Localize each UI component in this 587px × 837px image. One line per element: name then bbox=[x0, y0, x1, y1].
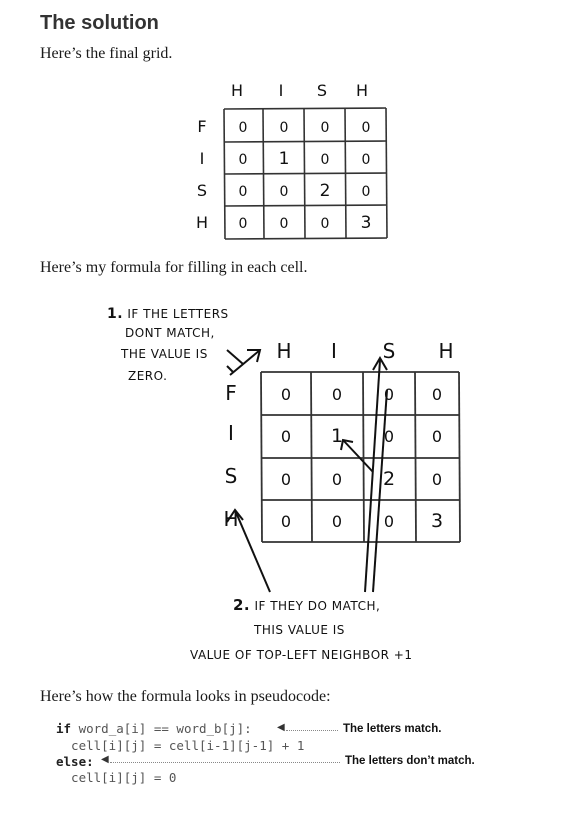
grid-cell-value: 0 bbox=[332, 470, 342, 489]
grid-cell-value: 0 bbox=[321, 152, 330, 168]
match-arrow-icon: ◀ bbox=[277, 722, 285, 733]
grid-cell-value: 0 bbox=[239, 216, 248, 232]
grid-cell-value: 3 bbox=[361, 213, 372, 233]
row-header: F bbox=[197, 117, 206, 136]
nomatch-arrow-icon: ◀ bbox=[101, 754, 109, 765]
grid-cell-value: 0 bbox=[280, 216, 289, 232]
column-header: I bbox=[279, 81, 284, 100]
note-1-line-3: THE VALUE IS bbox=[121, 347, 208, 361]
row-header: S bbox=[225, 464, 238, 488]
grid-cell-value: 0 bbox=[321, 120, 330, 136]
column-header: H bbox=[438, 339, 453, 363]
grid-cell-value: 0 bbox=[321, 216, 330, 232]
row-header: I bbox=[228, 421, 234, 445]
grid-cell-value: 3 bbox=[431, 510, 443, 532]
column-header: S bbox=[317, 81, 327, 100]
note-2-line-1: IF THEY DO MATCH, bbox=[254, 599, 381, 613]
code-if-keyword: if bbox=[56, 721, 72, 736]
section-heading: The solution bbox=[40, 12, 159, 34]
note-1-line-4: ZERO. bbox=[128, 369, 168, 383]
note-1-line-1: IF THE LETTERS bbox=[127, 307, 229, 321]
formula-paragraph: Here’s my formula for filling in each ce… bbox=[40, 259, 308, 276]
grid-cell-value: 0 bbox=[432, 427, 442, 446]
note-2-line-2: THIS VALUE IS bbox=[254, 623, 345, 637]
grid-cell-value: 0 bbox=[281, 512, 291, 531]
pseudocode-paragraph: Here’s how the formula looks in pseudoco… bbox=[40, 688, 331, 705]
grid-cell-value: 0 bbox=[239, 120, 248, 136]
nomatch-leader-line bbox=[110, 762, 340, 763]
code-else-keyword: else: bbox=[56, 754, 94, 769]
code-condition: word_a[i] == word_b[j]: bbox=[71, 721, 252, 736]
grid-cell-value: 0 bbox=[281, 470, 291, 489]
grid-cell-value: 0 bbox=[280, 184, 289, 200]
intro-paragraph: Here’s the final grid. bbox=[40, 45, 173, 62]
code-line-1: if word_a[i] == word_b[j]: bbox=[56, 721, 252, 736]
match-leader-line bbox=[286, 730, 338, 731]
grid-cell-value: 0 bbox=[432, 385, 442, 404]
grid-cell-value: 1 bbox=[279, 149, 290, 169]
column-header: I bbox=[331, 339, 337, 363]
grid-cell-value: 1 bbox=[331, 425, 343, 447]
row-header: H bbox=[223, 507, 238, 531]
row-header: H bbox=[196, 213, 208, 232]
grid-cell-value: 0 bbox=[384, 385, 394, 404]
note-1-number: 1. bbox=[107, 306, 124, 322]
grid-cell-value: 0 bbox=[384, 512, 394, 531]
column-header: H bbox=[356, 81, 368, 100]
grid-cell-value: 0 bbox=[239, 152, 248, 168]
grid-cell-value: 0 bbox=[432, 470, 442, 489]
row-header: I bbox=[200, 149, 205, 168]
grid-cell-value: 0 bbox=[362, 120, 371, 136]
column-header: S bbox=[383, 339, 396, 363]
note-2-number: 2. bbox=[233, 596, 251, 614]
grid-cell-value: 0 bbox=[332, 512, 342, 531]
row-header: F bbox=[225, 381, 237, 405]
code-line-4: cell[i][j] = 0 bbox=[56, 770, 177, 785]
grid-cell-value: 0 bbox=[281, 385, 291, 404]
grid-cell-value: 0 bbox=[362, 152, 371, 168]
grid-cell-value: 0 bbox=[239, 184, 248, 200]
grid-cell-value: 0 bbox=[280, 120, 289, 136]
grid-cell-value: 2 bbox=[383, 468, 395, 490]
grid-cell-value: 0 bbox=[332, 385, 342, 404]
grid-cell-value: 0 bbox=[384, 427, 394, 446]
arrows-drawing bbox=[226, 349, 388, 593]
column-header: H bbox=[276, 339, 291, 363]
column-header: H bbox=[231, 81, 243, 100]
grid-cell-value: 0 bbox=[281, 427, 291, 446]
note-2-line-3: VALUE OF TOP-LEFT NEIGHBOR +1 bbox=[190, 648, 413, 662]
code-line-2: cell[i][j] = cell[i-1][j-1] + 1 bbox=[56, 738, 305, 753]
code-line-3: else: bbox=[56, 754, 94, 769]
nomatch-annotation: The letters don’t match. bbox=[345, 755, 475, 767]
grid-cell-value: 2 bbox=[320, 181, 331, 201]
note-1-line-2: DONT MATCH, bbox=[125, 326, 215, 340]
row-header: S bbox=[197, 181, 207, 200]
grid-cell-value: 0 bbox=[362, 184, 371, 200]
match-annotation: The letters match. bbox=[343, 723, 442, 735]
